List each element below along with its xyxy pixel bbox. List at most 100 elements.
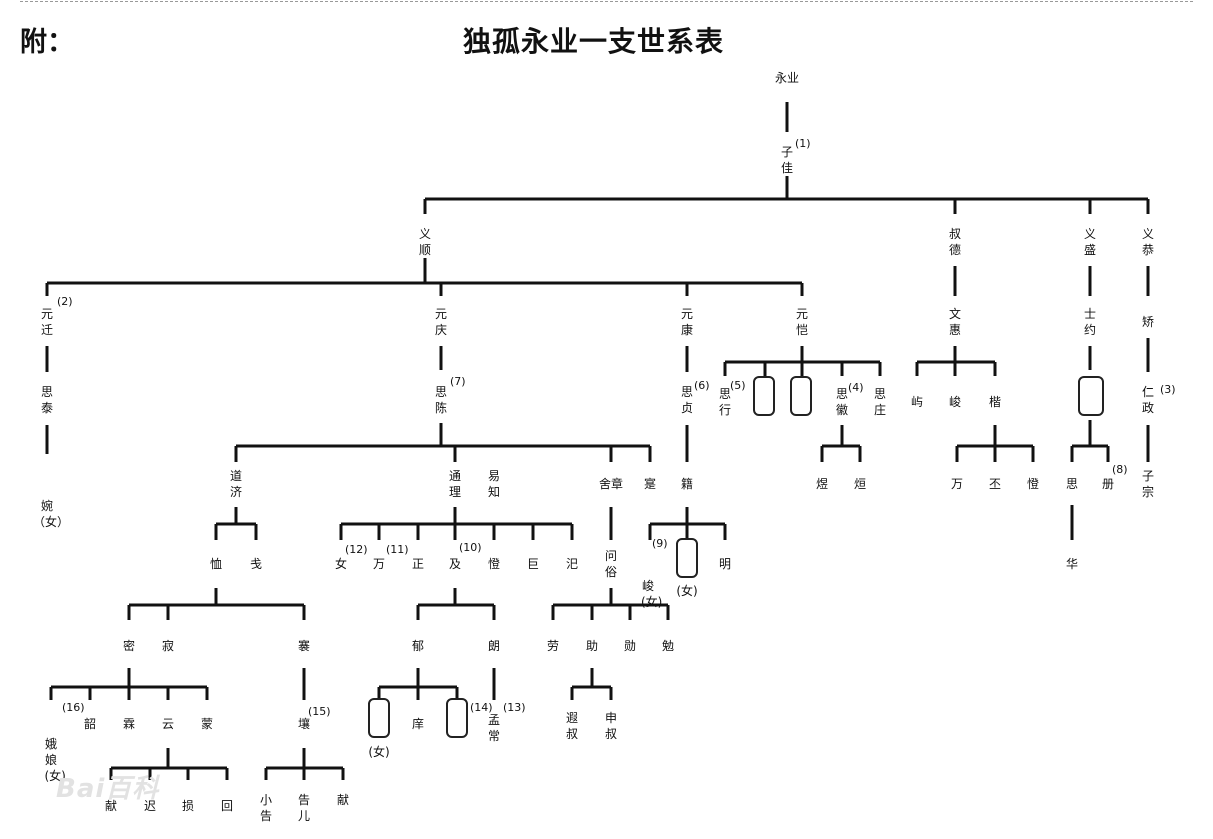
person-yu2: 煜: [815, 477, 829, 491]
person-xiang: 庠: [411, 717, 425, 731]
person-zheng: 正: [411, 557, 425, 571]
person-yigong: 义恭: [1141, 227, 1154, 257]
person-zhu: 助: [585, 639, 599, 653]
person-zizong: 子宗: [1141, 469, 1154, 499]
person-sihui: 思徽: [835, 387, 848, 417]
person-shiyue: 士约: [1083, 307, 1096, 337]
person-xiaogao: 小告: [259, 793, 272, 823]
note-9: (9): [652, 537, 668, 550]
person-sun: 损: [181, 799, 195, 813]
person-wensu: 问俗: [604, 549, 617, 579]
person-zice: 册: [1101, 477, 1115, 491]
note-16: (16): [62, 701, 85, 714]
person-lang: 朗: [487, 639, 501, 653]
unnamed-box-ji-daughter: [676, 538, 698, 578]
note-7: (7): [450, 375, 466, 388]
note-14: (14): [470, 701, 493, 714]
unnamed-box-shiyue: [1078, 376, 1104, 416]
unnamed-box-yuankai-2: [790, 376, 812, 416]
person-yuankai: 元恺: [795, 307, 808, 337]
person-yuanqian: 元迁: [40, 307, 53, 337]
person-hua: 华: [1065, 557, 1079, 571]
person-kai: 楷: [988, 395, 1002, 409]
note-3: (3): [1160, 383, 1176, 396]
person-ji: 籍: [680, 477, 694, 491]
person-meng: 蒙: [200, 717, 214, 731]
person-jian: 戋: [249, 557, 263, 571]
person-ji10: 及: [448, 557, 462, 571]
note-6: (6): [694, 379, 710, 392]
person-renzheng: 仁政: [1141, 385, 1154, 415]
note-12: (12): [345, 543, 368, 556]
person-shude: 叔德: [948, 227, 961, 257]
person-sizhen: 思贞: [680, 385, 693, 415]
person-deng2: 憕: [487, 557, 501, 571]
person-yuankang: 元康: [680, 307, 693, 337]
person-jun: 峻: [948, 395, 962, 409]
person-chi: 迟: [143, 799, 157, 813]
person-mian: 勉: [661, 639, 675, 653]
person-xun2: 勋: [623, 639, 637, 653]
person-si2: 汜: [565, 557, 579, 571]
note-8: (8): [1112, 463, 1128, 476]
appendix-label: 附：: [20, 27, 74, 58]
page-title: 独孤永业一支世系表: [463, 25, 725, 58]
top-dashed-divider: [20, 1, 1193, 2]
person-mengchang: 孟常: [487, 713, 500, 743]
unnamed-box-yu-daughter: [368, 698, 390, 738]
label-yu-daughter: (女): [368, 745, 390, 759]
person-yisheng: 义盛: [1083, 227, 1096, 257]
person-jun2-label: 峻(女): [641, 579, 663, 609]
person-jiao: 矫: [1141, 315, 1155, 329]
person-xun: 恤: [209, 557, 223, 571]
person-daoji: 道济: [229, 469, 242, 499]
label-ji-daughter: (女): [676, 584, 698, 598]
person-ming: 明: [718, 557, 732, 571]
baike-watermark: Bai百科: [56, 774, 160, 804]
person-ji-quiet: 寂: [161, 639, 175, 653]
person-sizhuang: 思庄: [873, 387, 886, 417]
person-qian: 褰: [297, 639, 311, 653]
person-tongli: 通理: [448, 469, 461, 499]
person-ju: 巨: [526, 557, 540, 571]
note-2: (2): [57, 295, 73, 308]
person-deng1: 憕: [1026, 477, 1040, 491]
person-wan1: 万: [950, 477, 964, 491]
person-wan-daughter: 婉（女）: [33, 466, 70, 546]
person-wan-label: 婉（女）: [33, 499, 70, 529]
person-lin: 霖: [122, 717, 136, 731]
person-mi: 密: [122, 639, 136, 653]
unnamed-box-yu-2: [446, 698, 468, 738]
person-zijia: 子佳: [780, 145, 793, 175]
person-yu1: 屿: [910, 395, 924, 409]
person-wan11: 万: [372, 557, 386, 571]
note-5: (5): [730, 379, 746, 392]
note-1: (1): [795, 137, 811, 150]
person-yongye: 永业: [774, 71, 800, 85]
person-xian2: 献: [336, 793, 350, 807]
person-sichen: 思陈: [434, 385, 447, 415]
person-rang: 壤: [297, 717, 311, 731]
person-lao: 劳: [546, 639, 560, 653]
person-yishun: 义顺: [418, 227, 431, 257]
person-yun: 云: [161, 717, 175, 731]
note-4: (4): [848, 381, 864, 394]
person-xuan: 烜: [853, 477, 867, 491]
person-xian1: 献: [104, 799, 118, 813]
person-shi: 寔: [643, 477, 657, 491]
person-shezhang: 舍章: [598, 477, 624, 491]
person-yuanqing: 元庆: [434, 307, 447, 337]
person-yu3: 郁: [411, 639, 425, 653]
person-shao: 韶: [83, 717, 97, 731]
person-shenshu: 申叔: [604, 711, 617, 741]
person-yizhi: 易知: [487, 469, 500, 499]
note-15: (15): [308, 705, 331, 718]
note-11: (11): [386, 543, 409, 556]
person-pi: 丕: [988, 477, 1002, 491]
person-sitai: 思泰: [40, 385, 53, 415]
person-jun2: 峻(女): [641, 546, 663, 626]
person-wenhui: 文惠: [948, 307, 961, 337]
unnamed-box-yuankai-1: [753, 376, 775, 416]
person-nv12: 女: [334, 557, 348, 571]
